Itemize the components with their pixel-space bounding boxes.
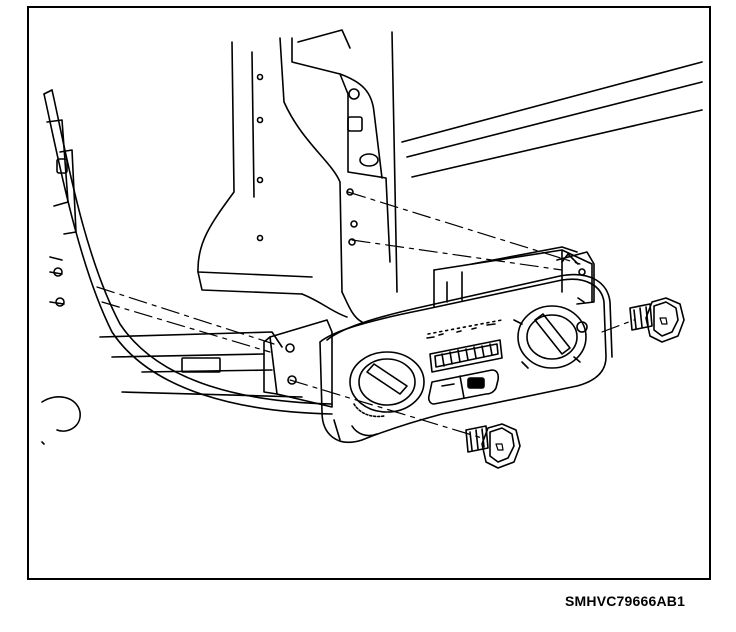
hvac-control-module <box>264 247 612 442</box>
hvac-control-installation-diagram <box>29 8 709 578</box>
figure-code: SMHVC79666AB1 <box>565 593 686 609</box>
temperature-knob <box>350 352 424 417</box>
blower-speed-slider <box>427 320 502 372</box>
air-distribution-knob <box>514 298 587 368</box>
mounting-bolt-upper <box>630 298 684 342</box>
instrument-panel-carrier <box>42 30 702 431</box>
mounting-bolt-lower <box>466 424 520 468</box>
diagram-frame <box>27 6 711 580</box>
mode-buttons <box>429 370 499 404</box>
stray-mark <box>42 442 44 444</box>
